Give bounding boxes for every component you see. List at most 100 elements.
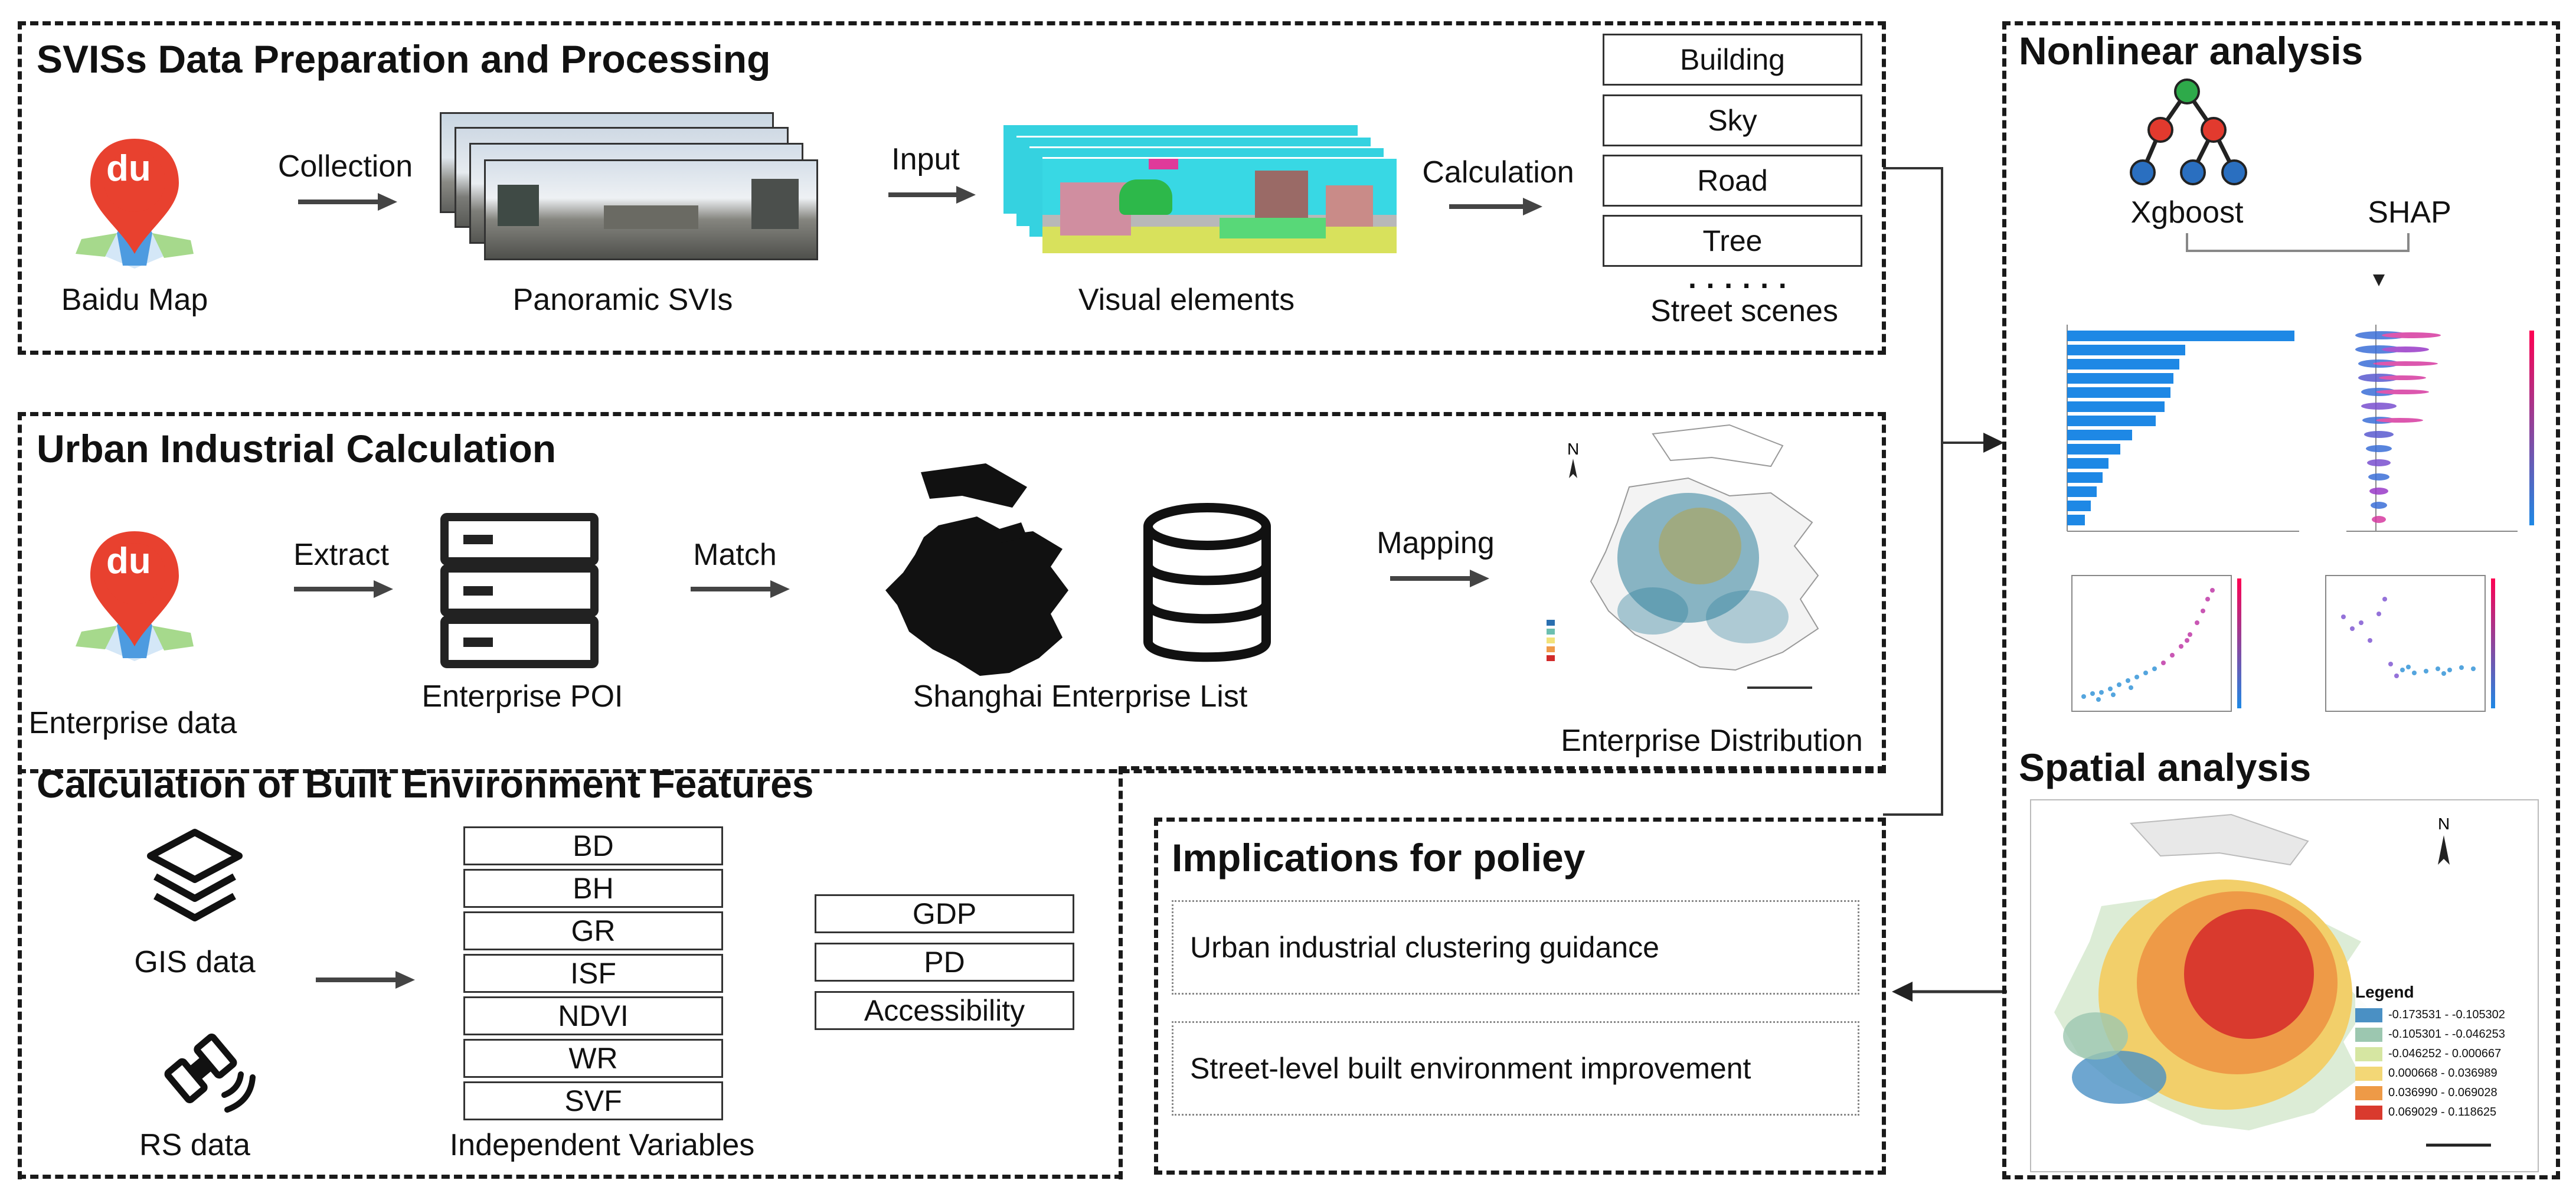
arrow-collection — [298, 193, 397, 211]
legend-label-6: 0.069029 - 0.118625 — [2388, 1106, 2497, 1119]
legend-swatch-2 — [2355, 1027, 2382, 1042]
connector-lines — [1883, 167, 2004, 816]
enterprise-distribution-map: N — [1547, 424, 1819, 689]
variable-bd: BD — [463, 826, 723, 865]
spatial-section-title: Spatial analysis — [2019, 746, 2312, 789]
svis-section-title: SVISs Data Preparation and Processing — [37, 37, 771, 81]
policy-item-clustering: Urban industrial clustering guidance — [1172, 900, 1859, 995]
legend-row: -0.105301 - -0.046253 — [2355, 1025, 2521, 1044]
xgboost-label: Xgboost — [2130, 195, 2244, 230]
variable-ndvi: NDVI — [463, 996, 723, 1035]
arrow-extract — [294, 580, 393, 598]
shap-logo-icon — [2367, 87, 2451, 187]
built-environment-border-right — [1119, 766, 1123, 1179]
segmented-images-stack — [1003, 125, 1417, 261]
baidu-map-icon — [76, 139, 194, 269]
enterprise-list-label: Shanghai Enterprise List — [913, 679, 1248, 714]
baidu-logo-text: du — [106, 148, 151, 189]
legend-label-2: -0.105301 - -0.046253 — [2388, 1028, 2505, 1041]
legend-row: -0.173531 - -0.105302 — [2355, 1005, 2521, 1025]
calculation-label: Calculation — [1422, 155, 1574, 189]
layers-icon — [147, 829, 243, 921]
variable-isf: ISF — [463, 954, 723, 993]
arrow-mapping — [1390, 570, 1489, 587]
built-environment-border-top — [1119, 766, 1886, 770]
rs-data-label: RS data — [139, 1128, 250, 1162]
visual-elements-label: Visual elements — [1078, 283, 1295, 317]
urban-section-title: Urban Industrial Calculation — [37, 427, 557, 470]
variable-gr: GR — [463, 911, 723, 950]
street-scenes-label: Street scenes — [1650, 294, 1838, 328]
extract-label: Extract — [293, 538, 389, 572]
match-label: Match — [693, 538, 777, 572]
shanghai-silhouette-icon — [885, 463, 1068, 676]
legend-row: 0.036990 - 0.069028 — [2355, 1083, 2521, 1103]
variable-pd: PD — [815, 943, 1074, 982]
policy-section — [1154, 818, 1886, 1175]
policy-section-title: Implications for poliey — [1172, 836, 1586, 880]
enterprise-poi-label: Enterprise POI — [421, 679, 623, 714]
legend-label-5: 0.036990 - 0.069028 — [2388, 1086, 2497, 1099]
combine-connector — [2186, 233, 2410, 286]
arrow-match — [691, 580, 790, 598]
variable-gdp: GDP — [815, 894, 1074, 933]
variable-svf: SVF — [463, 1081, 723, 1120]
variable-bh: BH — [463, 869, 723, 908]
legend-label-3: -0.046252 - 0.000667 — [2388, 1047, 2502, 1060]
variable-wr: WR — [463, 1039, 723, 1078]
street-scene-building: Building — [1603, 34, 1862, 86]
collection-label: Collection — [277, 149, 413, 184]
server-icon — [440, 513, 599, 668]
enterprise-logo-text: du — [106, 541, 151, 581]
enterprise-baidu-icon — [76, 531, 194, 661]
legend-swatch-1 — [2355, 1008, 2382, 1022]
enterprise-distribution-label: Enterprise Distribution — [1561, 724, 1863, 758]
arrow-calculation — [1449, 198, 1542, 215]
arrow-input — [888, 186, 976, 204]
street-scene-road: Road — [1603, 155, 1862, 207]
legend-row: -0.046252 - 0.000667 — [2355, 1044, 2521, 1064]
urban-industrial-section — [18, 412, 1886, 773]
mapping-label: Mapping — [1377, 526, 1495, 560]
legend-label-1: -0.173531 - -0.105302 — [2388, 1008, 2505, 1021]
built-environment-border-bottom — [18, 1175, 1123, 1179]
legend-swatch-5 — [2355, 1086, 2382, 1100]
built-environment-border-left — [18, 766, 22, 1179]
satellite-icon — [164, 1034, 256, 1113]
spatial-legend-title: Legend — [2355, 983, 2414, 1001]
svg-text:N: N — [2438, 815, 2450, 833]
street-scene-tree: Tree — [1603, 215, 1862, 267]
legend-swatch-6 — [2355, 1105, 2382, 1120]
spatial-legend: Legend -0.173531 - -0.105302 -0.105301 -… — [2355, 983, 2521, 1130]
shap-dependence-plot-isf — [2071, 575, 2241, 712]
independent-variables-label: Independent Variables — [449, 1128, 755, 1162]
panoramic-label: Panoramic SVIs — [512, 283, 733, 317]
variable-accessibility: Accessibility — [815, 991, 1074, 1030]
street-scene-dots: · · · · · · — [1688, 269, 1789, 302]
policy-item-environment: Street-level built environment improveme… — [1172, 1021, 1859, 1116]
shap-importance-bar-chart — [2067, 325, 2299, 532]
legend-row: 0.000668 - 0.036989 — [2355, 1064, 2521, 1083]
street-scene-sky: Sky — [1603, 94, 1862, 146]
arrow-variables — [316, 971, 415, 989]
shap-dependence-plot-ndvi — [2325, 575, 2495, 712]
input-label: Input — [891, 142, 960, 176]
shap-label: SHAP — [2368, 195, 2451, 230]
database-icon — [1143, 503, 1271, 662]
legend-swatch-4 — [2355, 1066, 2382, 1081]
svis-section — [18, 21, 1886, 355]
baidu-map-label: Baidu Map — [61, 283, 208, 317]
panoramic-images-stack — [440, 112, 818, 260]
enterprise-data-label: Enterprise data — [28, 706, 237, 740]
analysis-section — [2002, 21, 2560, 1179]
svg-text:N: N — [1567, 440, 1579, 458]
built-section-title: Calculation of Built Environment Feature… — [37, 762, 814, 806]
legend-swatch-3 — [2355, 1047, 2382, 1061]
xgboost-tree-icon — [2130, 79, 2247, 185]
arrow-spatial-to-policy — [1892, 982, 2007, 1002]
shap-summary-plot — [2346, 325, 2534, 532]
nonlinear-section-title: Nonlinear analysis — [2019, 29, 2363, 73]
legend-label-4: 0.000668 - 0.036989 — [2388, 1067, 2497, 1080]
gis-data-label: GIS data — [134, 945, 256, 979]
legend-row: 0.069029 - 0.118625 — [2355, 1103, 2521, 1122]
